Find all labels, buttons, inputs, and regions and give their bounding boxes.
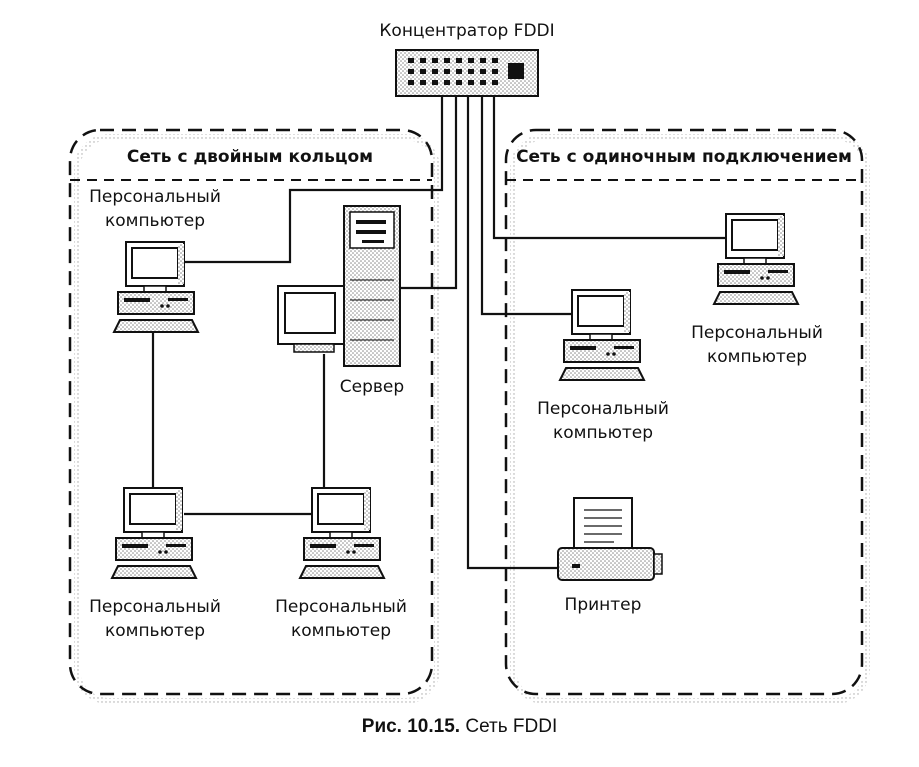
pc-ring-bottom-right-label-line1: Персональный <box>275 597 407 617</box>
pc-single-right <box>713 213 799 305</box>
dual-ring-title: Сеть с двойным кольцом <box>126 147 374 167</box>
pc-single-middle-label-line1: Персональный <box>537 399 669 419</box>
pc-ring-top-label-line2: компьютер <box>104 211 206 231</box>
pc-single-right-label-line2: компьютер <box>706 347 808 367</box>
pc-single-middle-label-line2: компьютер <box>552 423 654 443</box>
pc-ring-top-label-line1: Персональный <box>89 187 221 207</box>
pc-ring-top <box>113 241 199 333</box>
figure-caption-text: Сеть FDDI <box>465 716 558 737</box>
printer <box>557 497 663 581</box>
pc-ring-bottom-left <box>111 487 197 579</box>
pc-single-middle <box>559 289 645 381</box>
network-links <box>151 96 728 570</box>
printer-label: Принтер <box>564 595 642 615</box>
server <box>277 205 401 367</box>
hub-label: Концентратор FDDI <box>379 21 555 41</box>
figure-caption: Рис. 10.15. Сеть FDDI <box>0 716 919 738</box>
figure-caption-prefix: Рис. 10.15. <box>361 716 461 737</box>
pc-ring-bottom-right <box>299 487 385 579</box>
server-label: Сервер <box>339 377 405 397</box>
single-attach-title: Сеть с одиночным подключением <box>516 147 852 167</box>
pc-ring-bottom-right-label-line2: компьютер <box>290 621 392 641</box>
pc-single-right-label-line1: Персональный <box>691 323 823 343</box>
single-attach-group <box>504 128 870 704</box>
pc-ring-bottom-left-label-line1: Персональный <box>89 597 221 617</box>
dual-ring-group <box>68 128 440 704</box>
fddi-hub <box>395 49 539 97</box>
pc-ring-bottom-left-label-line2: компьютер <box>104 621 206 641</box>
